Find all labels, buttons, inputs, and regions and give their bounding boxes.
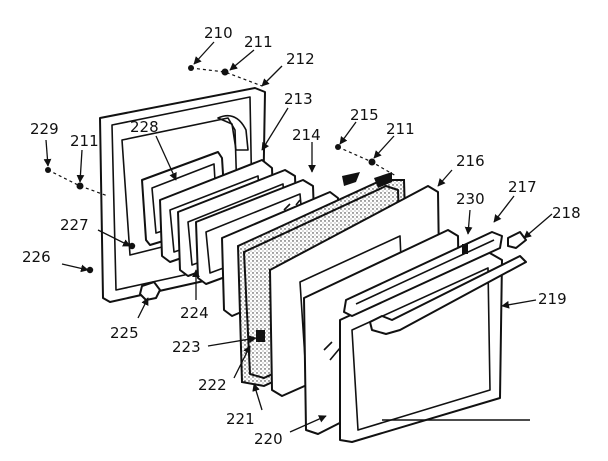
callout-222: 222	[198, 376, 227, 394]
door-hardware-screws	[45, 65, 376, 301]
callout-211-left: 211	[70, 132, 99, 150]
callout-227: 227	[60, 216, 89, 234]
door-handle	[369, 231, 527, 335]
callout-223: 223	[172, 338, 201, 356]
callout-214: 214	[292, 126, 321, 144]
callout-219: 219	[538, 290, 567, 308]
callout-218: 218	[552, 204, 581, 222]
callout-224: 224	[180, 304, 209, 322]
callout-225: 225	[110, 324, 139, 342]
callout-210: 210	[204, 24, 233, 42]
callout-230: 230	[456, 190, 485, 208]
callout-arrows	[43, 41, 553, 433]
callout-221: 221	[226, 410, 255, 428]
callout-217: 217	[508, 178, 537, 196]
callout-215: 215	[350, 106, 379, 124]
callout-labels: 210 211 212 213 214 215 211 216 217 218 …	[22, 24, 581, 448]
callout-229: 229	[30, 120, 59, 138]
callout-226: 226	[22, 248, 51, 266]
callout-228: 228	[130, 118, 159, 136]
callout-212: 212	[286, 50, 315, 68]
callout-216: 216	[456, 152, 485, 170]
door-handle-trim	[343, 231, 503, 317]
hardware-leader-lines	[47, 67, 397, 197]
callout-220: 220	[254, 430, 283, 448]
callout-211-right: 211	[386, 120, 415, 138]
callout-211-top: 211	[244, 33, 273, 51]
callout-213: 213	[284, 90, 313, 108]
